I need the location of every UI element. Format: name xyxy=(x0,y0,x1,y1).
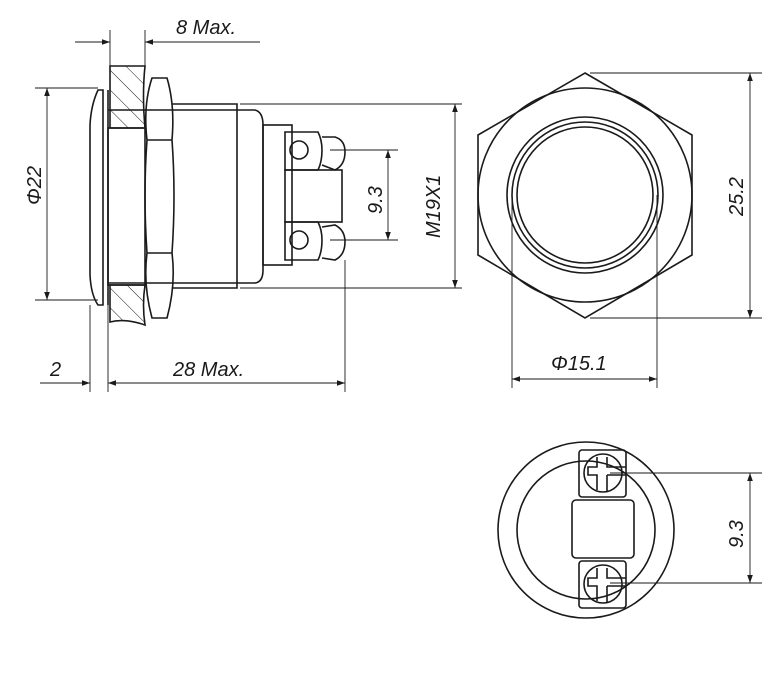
dim-2: 2 xyxy=(49,359,61,381)
center-block xyxy=(284,169,343,223)
dim-phi22: Φ22 xyxy=(24,166,46,205)
terminal-base xyxy=(262,124,293,266)
terminal-top xyxy=(284,131,346,171)
hex-nut xyxy=(144,77,175,319)
rear-view: 9.3 xyxy=(497,441,762,619)
button-head xyxy=(89,89,104,306)
rear-step xyxy=(237,109,264,284)
dim-8-max: 8 Max. xyxy=(176,17,236,39)
panel-bottom xyxy=(109,284,146,327)
dim-phi15-1: Φ15.1 xyxy=(551,353,607,375)
front-view: Φ15.1 25.2 xyxy=(477,72,762,388)
dim-9-3-side: 9.3 xyxy=(365,186,387,214)
panel-top xyxy=(109,65,146,129)
dim-9-3-rear: 9.3 xyxy=(726,520,748,548)
hex-outline xyxy=(477,72,693,319)
body xyxy=(107,127,146,286)
side-view xyxy=(89,65,346,327)
dim-25-2: 25.2 xyxy=(726,177,748,217)
terminal-bottom xyxy=(284,221,346,261)
dim-m19x1: M19X1 xyxy=(423,175,445,238)
dim-28-max: 28 Max. xyxy=(172,359,244,381)
side-dimensions: 8 Max. Φ22 2 28 Max. 9.3 M19X1 xyxy=(24,17,462,392)
